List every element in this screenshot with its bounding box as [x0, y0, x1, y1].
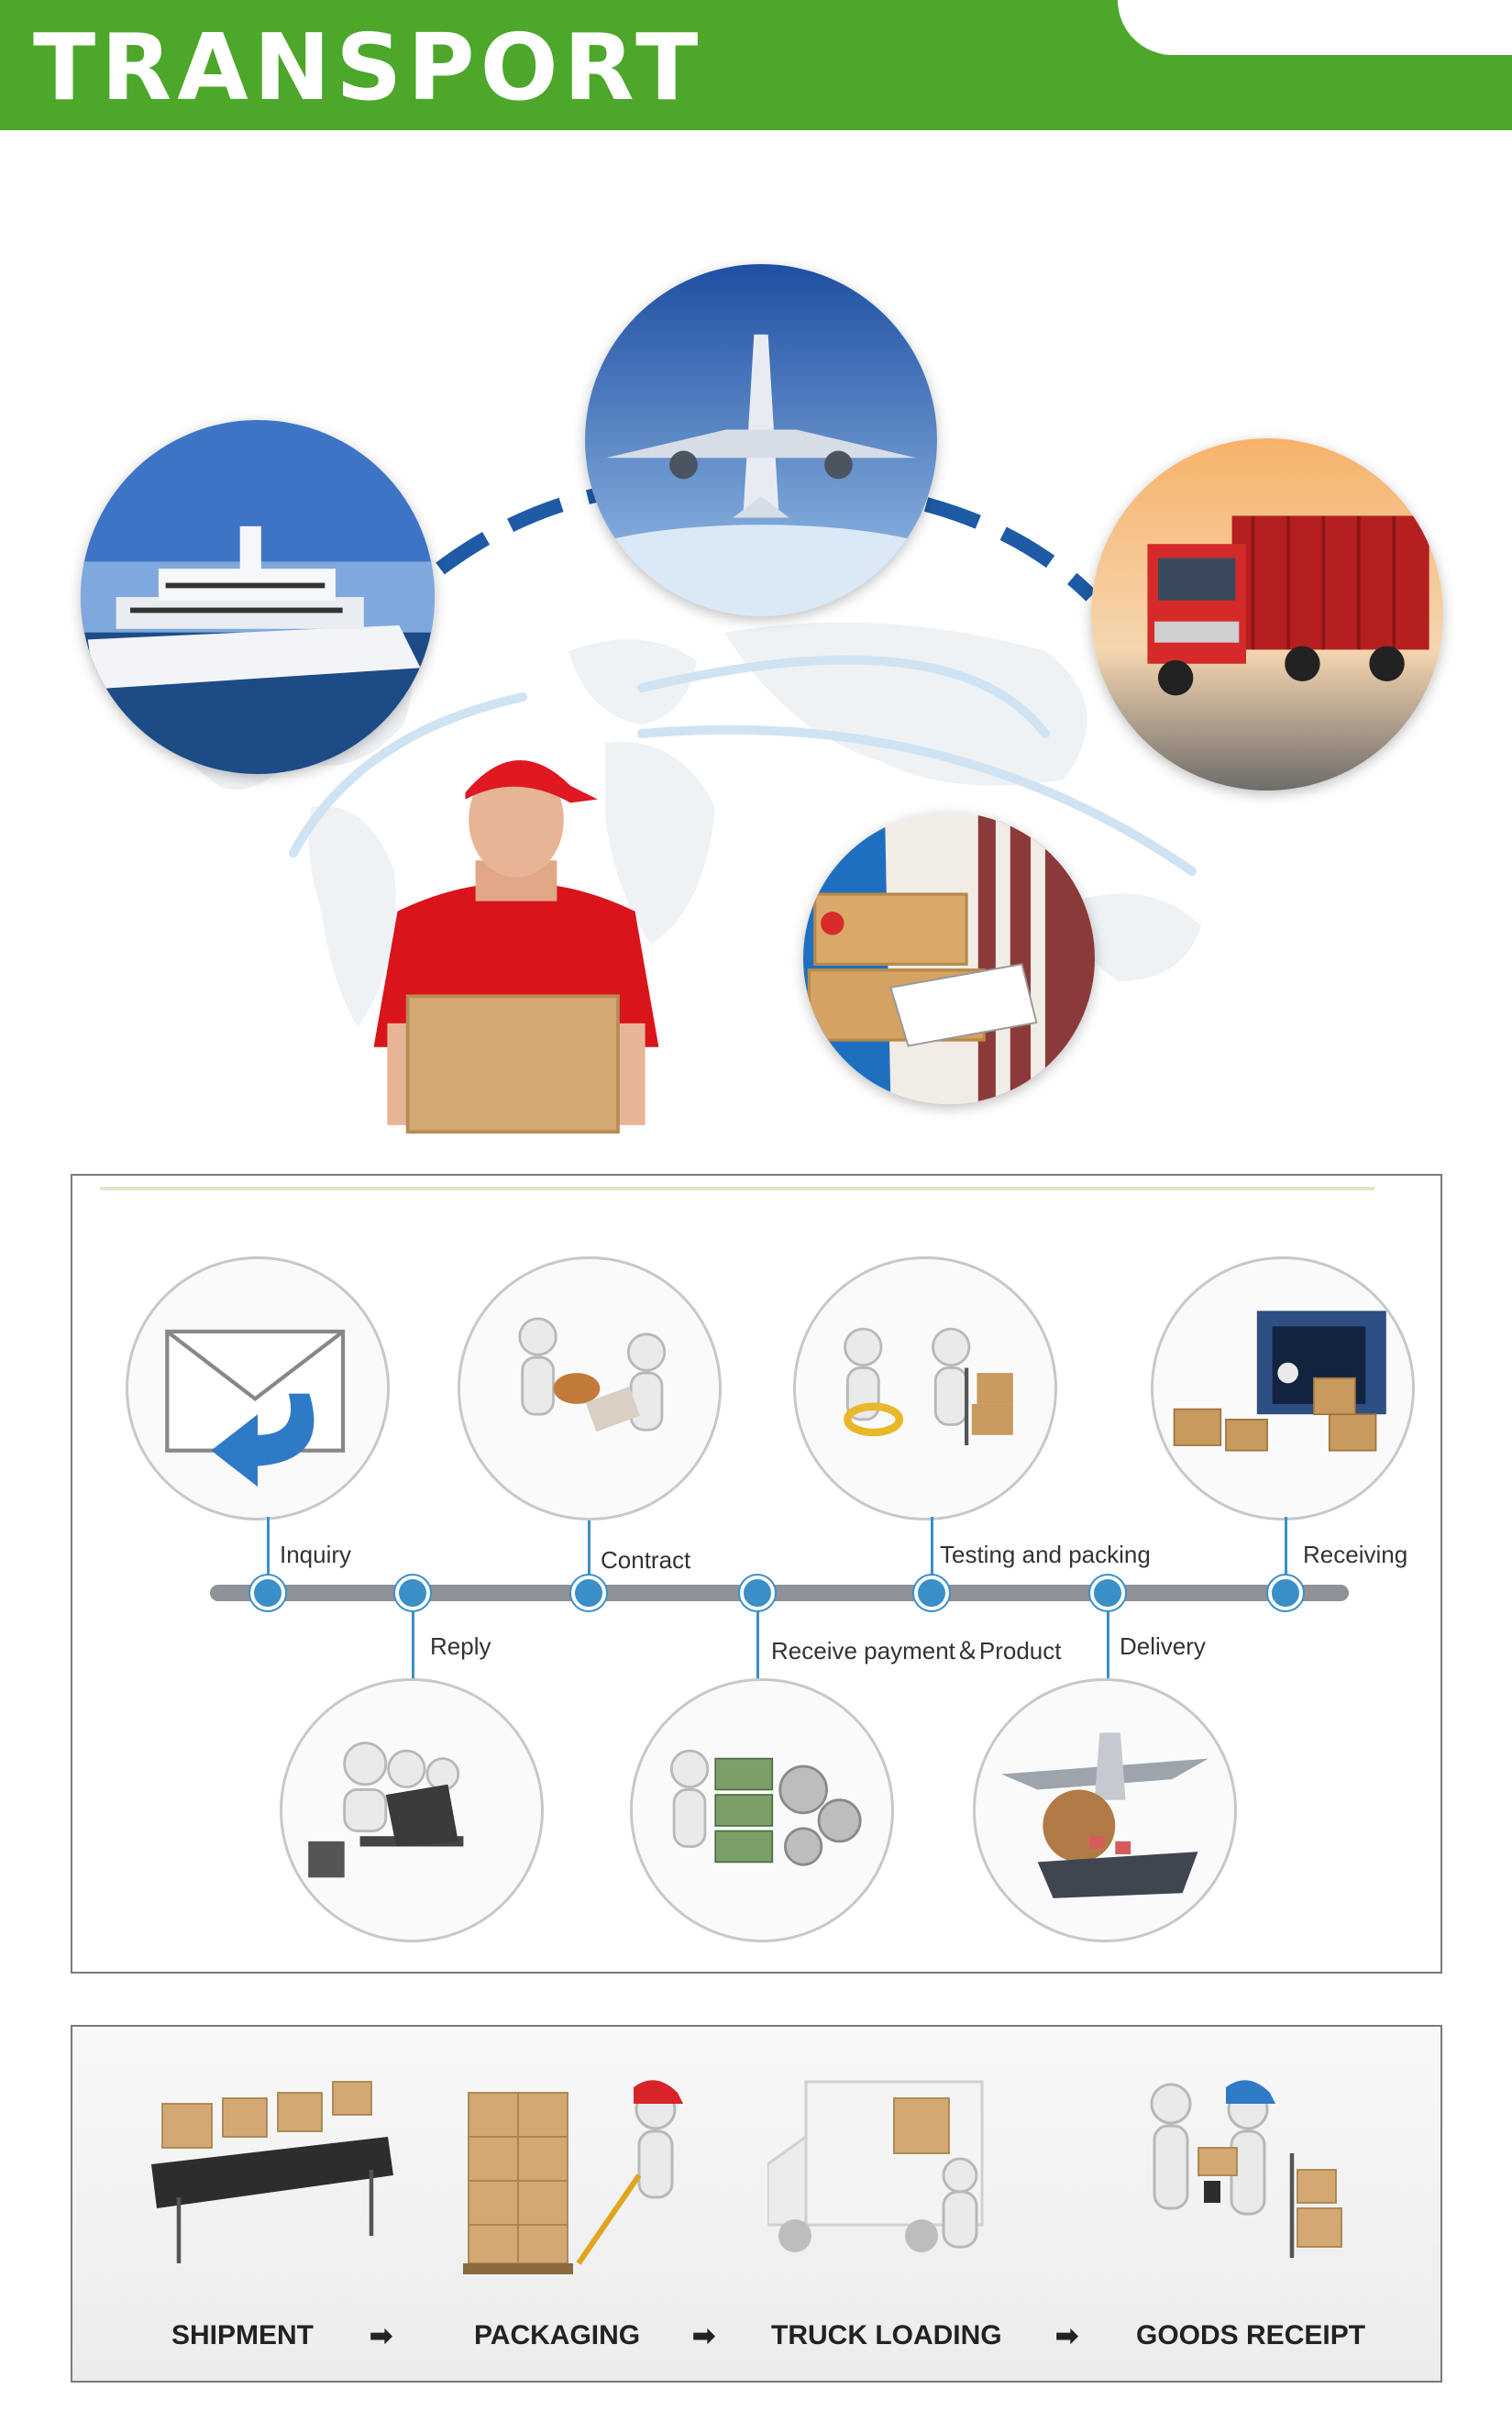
- contract-figures-illustration: [458, 1256, 722, 1521]
- contract-connector: [588, 1521, 590, 1594]
- stage-label-testing: Testing and packing: [940, 1541, 1151, 1568]
- testing-connector: [931, 1517, 933, 1590]
- header-notch: [1118, 0, 1512, 55]
- receiving-container-illustration: [1151, 1256, 1415, 1521]
- inquiry-connector: [267, 1517, 270, 1590]
- stage-dot-payment: [740, 1576, 775, 1610]
- step-label-truck-loading: TRUCK LOADING: [771, 2320, 1002, 2350]
- page-title: TRANSPORT: [33, 14, 704, 121]
- step-label-shipment: SHIPMENT: [171, 2320, 315, 2350]
- stage-dot-receiving: [1268, 1576, 1303, 1610]
- stage-dot-contract: [571, 1576, 606, 1610]
- packaging-pallet-illustration: [452, 2054, 727, 2302]
- goods-receipt-illustration: [1105, 2054, 1380, 2302]
- step-label-goods-receipt: GOODS RECEIPT: [1136, 2320, 1366, 2350]
- receiving-connector: [1285, 1517, 1287, 1590]
- step-arrow-2: ➡: [692, 2321, 716, 2351]
- stage-dot-inquiry: [250, 1576, 285, 1610]
- transport-collage: [0, 211, 1512, 1183]
- reply-connector: [412, 1599, 414, 1682]
- step-label-packaging: PACKAGING: [474, 2320, 641, 2350]
- stage-label-delivery: Delivery: [1120, 1632, 1206, 1660]
- testing-packing-illustration: [793, 1256, 1057, 1521]
- payment-product-illustration: [630, 1678, 894, 1942]
- page-header: TRANSPORT: [0, 0, 1512, 130]
- shipping-steps-panel: SHIPMENT ➡ PACKAGING ➡ TRUCK LOADING ➡ G…: [71, 2025, 1442, 2383]
- stage-label-reply: Reply: [430, 1632, 491, 1660]
- delivery-globe-illustration: [973, 1678, 1237, 1942]
- process-timeline: [210, 1585, 1349, 1601]
- reply-callcenter-illustration: [280, 1678, 544, 1942]
- delivery-man-image: [373, 759, 659, 1134]
- inquiry-envelope-illustration: [126, 1256, 390, 1521]
- shipment-conveyor-illustration: [140, 2054, 415, 2302]
- step-arrow-3: ➡: [1055, 2321, 1079, 2351]
- airplane-image: [585, 264, 937, 616]
- stage-label-inquiry: Inquiry: [280, 1541, 352, 1568]
- panel-top-rule: [100, 1187, 1374, 1190]
- truck-loading-illustration: [767, 2054, 1043, 2302]
- step-arrow-1: ➡: [370, 2321, 393, 2351]
- payment-connector: [756, 1599, 759, 1682]
- stage-label-contract: Contract: [601, 1546, 691, 1574]
- order-process-panel: Inquiry Reply Contract Receive payment＆P…: [71, 1174, 1442, 1974]
- world-map-background: [163, 622, 1201, 1027]
- stage-label-receiving: Receiving: [1303, 1541, 1408, 1568]
- cruise-ship-image: [81, 420, 435, 774]
- stage-dot-testing: [914, 1576, 949, 1610]
- delivery-connector: [1107, 1599, 1109, 1682]
- stage-dot-delivery: [1090, 1576, 1125, 1610]
- package-signing-image: [803, 813, 1095, 1104]
- stage-dot-reply: [395, 1576, 430, 1610]
- stage-label-payment: Receive payment＆Product: [771, 1637, 1062, 1664]
- truck-image: [1091, 438, 1443, 791]
